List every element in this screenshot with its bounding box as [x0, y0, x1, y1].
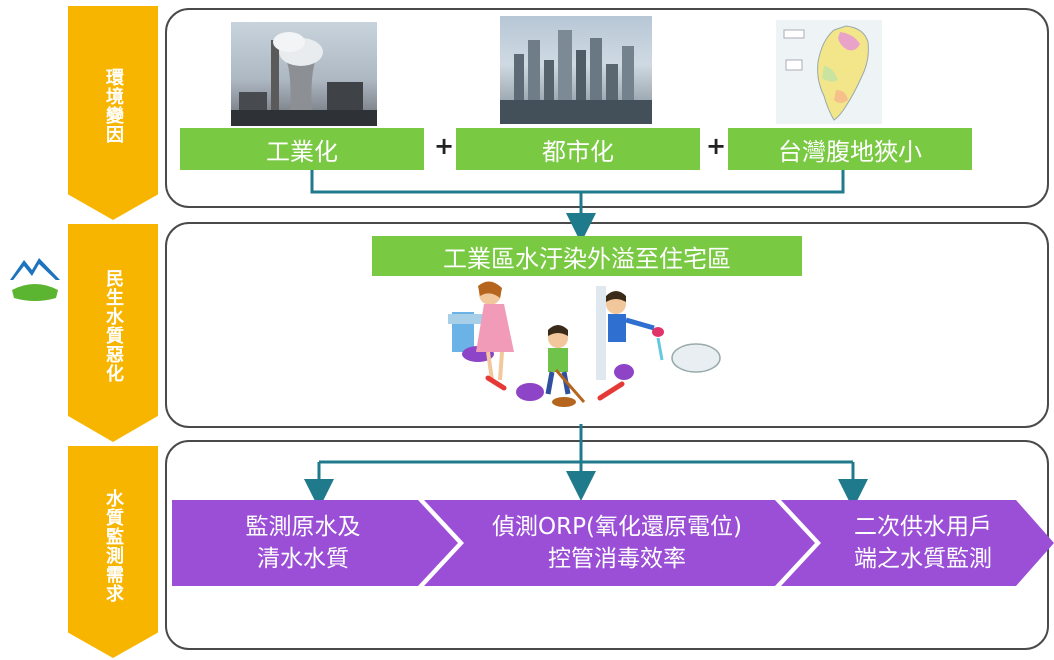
section-label-environment: 環境變因: [103, 68, 124, 144]
city-skyline-image: [500, 16, 652, 124]
plus-sign-1: +: [434, 132, 455, 160]
household-water-use-illustration: [448, 281, 721, 407]
industrial-factory-image: [231, 22, 377, 126]
plus-sign-2: +: [706, 132, 727, 160]
monitoring-step-orp-line2: 控管消毒效率: [548, 546, 686, 572]
effect-pollution-overflow: 工業區水汙染外溢至住宅區: [372, 236, 802, 276]
section-label-monitoring: 水質監測需求: [103, 489, 124, 603]
cause-limited-land: 台灣腹地狹小: [728, 128, 972, 170]
cause-industrialization: 工業化: [180, 128, 424, 170]
cause-urbanization: 都市化: [456, 128, 700, 170]
section-chevron-monitoring: [68, 446, 158, 658]
monitoring-step-raw-water-line1: 監測原水及: [245, 514, 361, 540]
mountain-logo-icon: [7, 245, 63, 301]
monitoring-step-raw-water: 監測原水及 清水水質: [180, 500, 426, 586]
monitoring-step-orp-line1: 偵測ORP(氧化還原電位): [492, 514, 742, 540]
section-chevron-water-quality: [68, 224, 158, 442]
section-label-water-quality: 民生水質惡化: [103, 269, 124, 383]
taiwan-map-image: [776, 20, 882, 124]
monitoring-step-secondary-supply: 二次供水用戶 端之水質監測: [812, 500, 1034, 586]
monitoring-step-orp: 偵測ORP(氧化還原電位) 控管消毒效率: [452, 500, 782, 586]
monitoring-step-raw-water-line2: 清水水質: [257, 546, 349, 572]
monitoring-step-secondary-supply-line2: 端之水質監測: [854, 546, 992, 572]
monitoring-step-secondary-supply-line1: 二次供水用戶: [854, 514, 992, 540]
section-chevron-environment: [68, 6, 158, 220]
